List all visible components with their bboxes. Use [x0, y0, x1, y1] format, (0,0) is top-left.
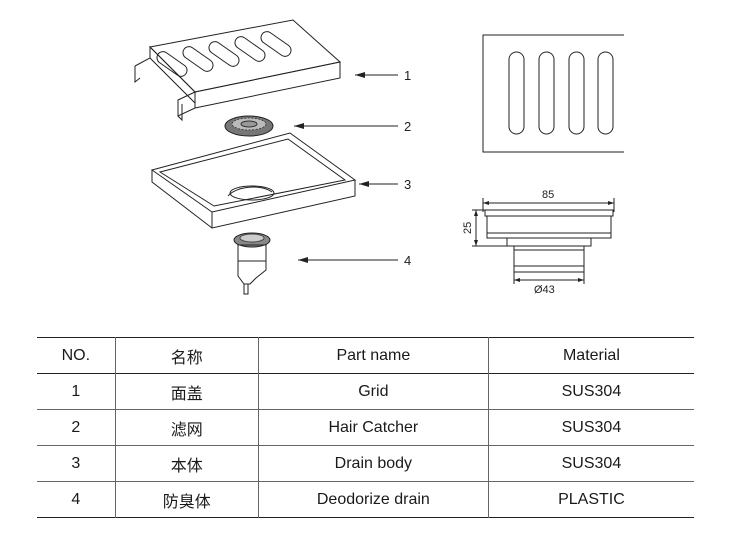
- table-row: 3 本体 Drain body SUS304: [37, 445, 694, 482]
- cell-chinese-name: 本体: [114, 445, 259, 482]
- table-row: 2 滤网 Hair Catcher SUS304: [37, 409, 694, 446]
- cell-part-name: Drain body: [257, 445, 489, 482]
- header-no: NO.: [61, 346, 91, 364]
- cell-material: PLASTIC: [487, 481, 694, 518]
- grid-cover-part: [134, 19, 342, 122]
- cell-no: 2: [71, 418, 81, 436]
- header-chinese-name: 名称: [114, 337, 259, 374]
- cell-chinese-name: 滤网: [114, 409, 259, 446]
- table-row: 4 防臭体 Deodorize drain PLASTIC: [37, 481, 694, 518]
- header-part-name: Part name: [257, 337, 489, 374]
- grid-top-view: [482, 34, 624, 153]
- table-row: 1 面盖 Grid SUS304: [37, 373, 694, 410]
- drain-body-part: [150, 132, 357, 229]
- callout-arrows: [294, 72, 398, 263]
- callout-label-4: 4: [404, 253, 411, 268]
- cell-no: 1: [71, 382, 81, 400]
- cell-material: SUS304: [487, 373, 694, 410]
- table-header-row: NO. 名称 Part name Material: [37, 337, 694, 374]
- cell-chinese-name: 防臭体: [114, 481, 259, 518]
- deodorize-drain-part: [233, 232, 271, 295]
- cell-no: 3: [71, 454, 81, 472]
- cell-part-name: Hair Catcher: [257, 409, 489, 446]
- callout-label-1: 1: [404, 68, 411, 83]
- outlet-diameter-dimension: Ø43: [534, 284, 555, 296]
- cell-material: SUS304: [487, 445, 694, 482]
- exploded-view-diagram: 1 2 3 4 85 25 Ø43: [134, 19, 624, 296]
- cell-chinese-name: 面盖: [114, 373, 259, 410]
- cell-no: 4: [71, 490, 81, 508]
- cell-part-name: Grid: [257, 373, 489, 410]
- height-dimension: 25: [462, 222, 474, 234]
- cell-part-name: Deodorize drain: [257, 481, 489, 518]
- callout-label-2: 2: [404, 119, 411, 134]
- hair-catcher-part: [224, 115, 274, 137]
- drain-side-view: [472, 198, 615, 284]
- parts-table: NO. 名称 Part name Material 1 面盖 Grid SUS3…: [37, 337, 694, 518]
- header-material: Material: [487, 337, 694, 374]
- cell-material: SUS304: [487, 409, 694, 446]
- width-dimension: 85: [542, 189, 554, 201]
- callout-label-3: 3: [404, 177, 411, 192]
